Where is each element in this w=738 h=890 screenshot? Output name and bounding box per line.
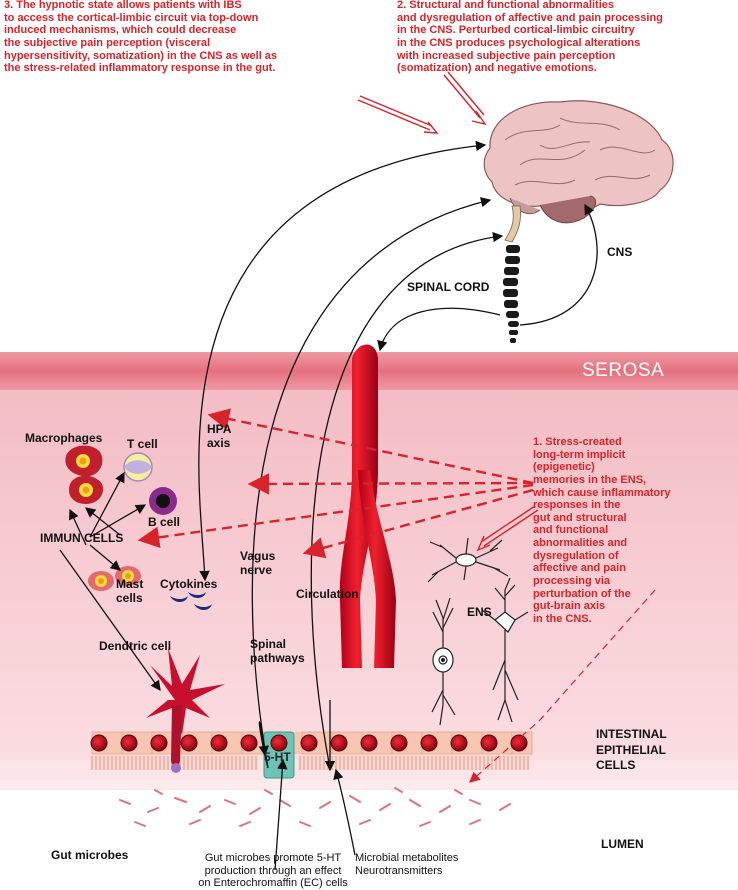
hpa-axis-label: HPA axis — [207, 422, 232, 450]
lumen-dashed-arrow — [469, 589, 656, 783]
cytokine-icons — [170, 592, 212, 610]
vagus-nerve-arrow — [251, 197, 492, 769]
spinal-pathways-label: Spinal pathways — [250, 637, 305, 665]
spinal-cord-icon — [503, 245, 520, 343]
mast-cell-icons — [88, 566, 141, 591]
mast-cells-label: Mast cells — [116, 577, 144, 605]
note-3-hypnosis: 3. The hypnotic state allows patients wi… — [4, 0, 278, 75]
cns-label: CNS — [607, 245, 633, 259]
ens-label: ENS — [467, 605, 492, 619]
b-cell-label: B cell — [148, 515, 181, 529]
brain-icon — [483, 100, 674, 243]
vagus-nerve-label: Vagus nerve — [240, 549, 276, 577]
dendritic-cell-icon — [146, 648, 225, 773]
intestinal-epithelial-cells-label: INTESTINAL EPITHELIAL CELLS — [596, 727, 667, 773]
lumen-area — [0, 780, 738, 890]
serosa-label: SEROSA — [582, 360, 665, 381]
neuron-top — [427, 537, 509, 583]
neuron-right — [481, 577, 529, 723]
b-cell-icon — [149, 487, 177, 515]
microbial-metabolites-caption: Microbial metabolites Neurotransmitters — [355, 852, 459, 877]
hpa-axis-arrow — [198, 140, 487, 506]
blood-vessel-icon — [339, 344, 396, 668]
gut-microbes-label: Gut microbes — [51, 848, 129, 862]
red-dashed-arrows — [137, 408, 534, 559]
cytokines-label: Cytokines — [160, 577, 218, 591]
red-pointer-arrows — [357, 71, 539, 552]
spinal-cord-label: SPINAL CORD — [407, 280, 490, 294]
neuron-middle — [431, 597, 456, 726]
t-cell-label: T cell — [127, 437, 158, 451]
t-cell-icon — [123, 452, 153, 482]
circulation-label: Circulation — [296, 587, 359, 601]
cns-loop-arrow — [519, 203, 598, 326]
gut-microbes-5ht-caption: Gut microbes promote 5-HT production thr… — [198, 852, 348, 890]
lumen-label: LUMEN — [601, 837, 644, 851]
spinal-pathway-arrow — [310, 231, 504, 769]
five-ht-label: 5-HT — [264, 750, 291, 764]
immun-cells-label: IMMUN CELLS — [40, 531, 124, 545]
macrophages-label: Macrophages — [25, 431, 103, 445]
note-2-cns-abnormalities: 2. Structural and functional abnormaliti… — [397, 0, 663, 75]
ens-neuron-icons — [427, 537, 529, 726]
gut-microbe-icons — [119, 787, 511, 827]
note-1-ens-memories: 1. Stress-created long-term implicit (ep… — [533, 436, 671, 625]
black-pathway-arrows — [59, 140, 598, 871]
macrophage-icons — [65, 445, 104, 504]
dendritic-cell-label: Dendtric cell — [99, 639, 172, 653]
microvilli — [90, 756, 530, 770]
